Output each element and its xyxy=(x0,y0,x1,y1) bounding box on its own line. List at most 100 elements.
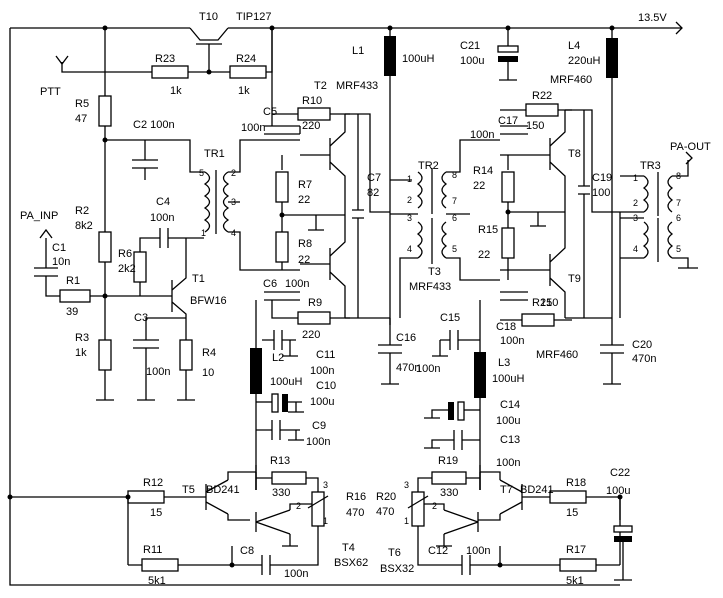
tr3-pin6: 6 xyxy=(676,213,681,223)
t5-label: T5 xyxy=(182,484,195,496)
r15-label: R15 xyxy=(478,224,498,236)
l2-label: L2 xyxy=(272,352,284,364)
l4-label: L4 xyxy=(568,40,580,52)
mrf433-a-label: MRF433 xyxy=(336,80,378,92)
r24-value: 1k xyxy=(238,85,250,97)
r21-label: R21 xyxy=(532,297,552,309)
tr2-pin8: 8 xyxy=(452,170,457,180)
r13-label: R13 xyxy=(270,455,290,467)
r3-label: R3 xyxy=(75,332,89,344)
l3-value: 100uH xyxy=(492,373,524,385)
r2-value: 8k2 xyxy=(75,220,93,232)
r22-value: 150 xyxy=(526,120,544,132)
r9-value: 220 xyxy=(302,329,320,341)
tip127-label: TIP127 xyxy=(236,11,271,23)
c1-value: 10n xyxy=(52,256,70,268)
r17-value: 5k1 xyxy=(566,575,584,587)
c16-label: C16 xyxy=(396,332,416,344)
r6-value: 2k2 xyxy=(118,263,136,275)
tr3-pin8: 8 xyxy=(676,171,681,181)
t1-label: T1 xyxy=(192,273,205,285)
c6-label: C6 xyxy=(263,278,277,290)
r22-label: R22 xyxy=(532,90,552,102)
transformer-tr3 xyxy=(619,151,698,318)
c1-label: C1 xyxy=(52,242,66,254)
r16-label: R16 xyxy=(346,491,366,503)
r23-label: R23 xyxy=(155,53,175,65)
c5-label: C5 xyxy=(263,106,277,118)
mrf460-b-label: MRF460 xyxy=(536,349,578,361)
c4-value: 100n xyxy=(150,212,174,224)
r13-value: 330 xyxy=(272,487,290,499)
c9-value: 100n xyxy=(306,436,330,448)
c13-label: C13 xyxy=(500,434,520,446)
c16-value: 470n xyxy=(396,362,420,374)
c17-value: 100n xyxy=(470,129,494,141)
tr1-pin2: 2 xyxy=(231,168,236,178)
r8-label: R8 xyxy=(298,238,312,250)
c20-label: C20 xyxy=(632,339,652,351)
tr3-pin7: 7 xyxy=(676,198,681,208)
c15-label: C15 xyxy=(440,312,460,324)
tr2-pin3: 3 xyxy=(407,213,412,223)
tr1-pin4: 4 xyxy=(231,228,236,238)
t4-label: T4 xyxy=(342,542,355,554)
r7-value: 22 xyxy=(298,194,310,206)
capacitor-c7 xyxy=(352,114,364,318)
r24-label: R24 xyxy=(236,53,256,65)
c15-value: 100n xyxy=(416,363,440,375)
t9-label: T9 xyxy=(568,273,581,285)
c3-label: C3 xyxy=(134,312,148,324)
final-stage xyxy=(500,103,620,327)
tr1-pin5: 5 xyxy=(199,168,204,178)
c12-value: 100n xyxy=(466,545,490,557)
c14-value: 100u xyxy=(496,415,520,427)
transistor-t1 xyxy=(133,238,195,401)
bias-regulator-right xyxy=(407,471,633,581)
c14-label: C14 xyxy=(500,399,520,411)
inductor-l4 xyxy=(600,28,624,385)
tr2-pin2: 2 xyxy=(407,195,412,205)
bias-network xyxy=(96,28,205,401)
tr2-pin4: 4 xyxy=(407,244,412,254)
transformer-tr2 xyxy=(390,139,500,318)
r12-label: R12 xyxy=(143,477,163,489)
c2-label: C2 100n xyxy=(133,119,175,131)
r20-pin2: 2 xyxy=(432,501,437,511)
mrf433-b-label: MRF433 xyxy=(409,281,451,293)
c21-value: 100u xyxy=(460,55,484,67)
c18-label: C18 xyxy=(496,321,516,333)
r6-label: R6 xyxy=(118,248,132,260)
c5-value: 100n xyxy=(241,122,265,134)
l1-value: 100uH xyxy=(402,53,434,65)
c11-value: 100n xyxy=(310,365,334,377)
inductor-l1 xyxy=(378,28,412,385)
r18-label: R18 xyxy=(566,477,586,489)
c21-label: C21 xyxy=(460,40,480,52)
tr1-pin3: 3 xyxy=(231,197,236,207)
r11-label: R11 xyxy=(143,544,162,556)
r9-label: R9 xyxy=(308,297,322,309)
r1-value: 39 xyxy=(66,306,78,318)
r10-label: R10 xyxy=(302,95,322,107)
l2-value: 100uH xyxy=(270,376,302,388)
r16-pin1: 1 xyxy=(323,516,328,526)
tr3-label: TR3 xyxy=(640,160,661,172)
r14-value: 22 xyxy=(473,180,485,192)
r15-value: 22 xyxy=(478,249,490,261)
c13-value: 100n xyxy=(496,457,520,469)
t6-label: T6 xyxy=(388,547,401,559)
tr3-pin5: 5 xyxy=(676,244,681,254)
bias-regulator-left xyxy=(10,471,329,575)
r16-value: 470 xyxy=(346,507,364,519)
bsx32-label: BSX32 xyxy=(380,563,414,575)
c18-value: 100n xyxy=(500,335,524,347)
t10-label: T10 xyxy=(199,11,218,23)
t2-label: T2 xyxy=(314,80,327,92)
r5-label: R5 xyxy=(75,98,89,110)
r4-label: R4 xyxy=(202,347,216,359)
r5-value: 47 xyxy=(75,113,87,125)
r14-label: R14 xyxy=(473,165,493,177)
bias-feed-wires xyxy=(255,465,481,490)
c11-label: C11 xyxy=(316,349,335,361)
